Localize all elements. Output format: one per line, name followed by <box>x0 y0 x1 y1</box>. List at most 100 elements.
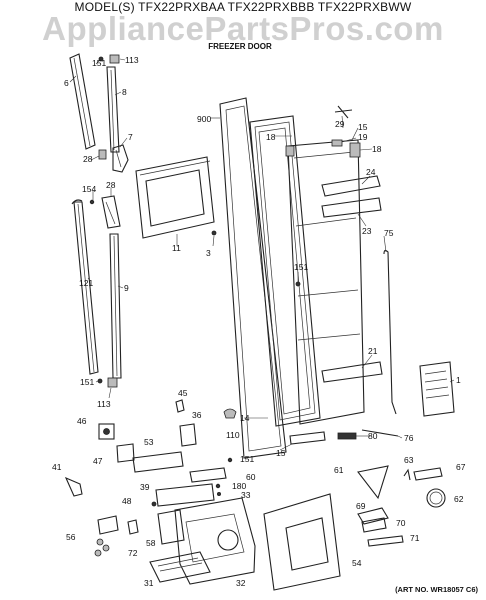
callout-62: 62 <box>454 494 464 504</box>
part-41-bracket[interactable] <box>64 476 83 497</box>
part-70-pad[interactable] <box>361 517 387 533</box>
part-21-door-shelf-lower[interactable] <box>321 361 383 383</box>
part-53-cover-plate[interactable] <box>132 451 184 473</box>
callout-9: 9 <box>124 283 129 293</box>
callout-151: 151 <box>80 377 94 387</box>
callout-70: 70 <box>396 518 406 528</box>
part-15-bottom-bracket[interactable] <box>289 431 326 445</box>
part-180-screw[interactable] <box>215 483 221 489</box>
part-58-motor[interactable] <box>157 509 185 545</box>
callout-61: 61 <box>334 465 344 475</box>
callout-28: 28 <box>106 180 116 190</box>
part-19-bracket[interactable] <box>331 139 343 147</box>
part-113-top-cap[interactable] <box>109 54 120 64</box>
callout-29: 29 <box>335 119 345 129</box>
callout-19: 19 <box>358 132 368 142</box>
part-36-switch[interactable] <box>179 423 197 447</box>
callout-18: 18 <box>372 144 382 154</box>
part-28-hinge-cap-upper[interactable] <box>98 149 107 160</box>
part-154-screw[interactable] <box>89 199 95 205</box>
leader-lines <box>69 58 455 451</box>
part-67-flap[interactable] <box>413 467 443 481</box>
callout-110: 110 <box>226 430 240 440</box>
callout-75: 75 <box>384 228 394 238</box>
part-69-lever-arm[interactable] <box>357 507 389 525</box>
callout-63: 63 <box>404 455 414 465</box>
part-72-bulb-holder[interactable] <box>127 519 139 535</box>
part-24-door-shelf-upper[interactable] <box>321 175 381 197</box>
callout-113: 113 <box>125 55 139 65</box>
part-7-hinge-bracket[interactable] <box>112 144 129 173</box>
callout-154: 154 <box>82 184 96 194</box>
part-121-trim-strip[interactable] <box>71 199 99 375</box>
callout-8: 8 <box>122 87 127 97</box>
part-75-wire-harness[interactable] <box>383 249 397 415</box>
part-151-screw-liner[interactable] <box>295 281 301 287</box>
callout-121: 121 <box>79 278 93 288</box>
part-11-dispenser-frame[interactable] <box>135 156 215 239</box>
callout-labels: 151 113 6 8 900 7 28 28 154 11 3 121 9 1… <box>52 55 466 588</box>
callout-41: 41 <box>52 462 62 472</box>
part-31-drip-tray[interactable] <box>149 551 211 583</box>
part-9-trim-strip[interactable] <box>109 233 122 379</box>
callout-76: 76 <box>404 433 414 443</box>
part-46-knob[interactable] <box>98 423 115 440</box>
part-32-dispenser-module[interactable] <box>174 497 256 585</box>
part-61-ice-chute[interactable] <box>357 465 389 500</box>
part-18-strip-left[interactable] <box>285 145 295 157</box>
part-71-bar[interactable] <box>367 535 404 547</box>
part-54-dispenser-cover[interactable] <box>263 493 341 591</box>
part-14-door-gasket[interactable] <box>249 115 321 427</box>
part-900-door-panel[interactable] <box>219 97 287 459</box>
part-151-screw-actuator[interactable] <box>227 457 233 463</box>
callout-23: 23 <box>362 226 372 236</box>
part-45-lever[interactable] <box>175 399 185 413</box>
part-39-housing[interactable] <box>155 483 215 507</box>
part-60-actuator[interactable] <box>189 467 227 483</box>
part-80-connector[interactable] <box>337 432 357 440</box>
part-18-strip-right[interactable] <box>349 142 361 158</box>
part-6-trim-strip[interactable] <box>69 53 96 150</box>
callout-18: 18 <box>266 132 276 142</box>
callout-7: 7 <box>128 132 133 142</box>
callout-151: 151 <box>92 58 106 68</box>
part-76-tube[interactable] <box>361 429 399 437</box>
part-47-bezel[interactable] <box>116 443 135 463</box>
part-56-light-sockets[interactable] <box>94 515 119 557</box>
callout-69: 69 <box>356 501 366 511</box>
callout-3: 3 <box>206 248 211 258</box>
callout-21: 21 <box>368 346 378 356</box>
callout-56: 56 <box>66 532 76 542</box>
art-number: (ART NO. WR18057 C6) <box>395 585 478 594</box>
part-8-trim-strip[interactable] <box>106 66 120 153</box>
part-113-bottom-cap[interactable] <box>107 377 118 388</box>
part-33-spring[interactable] <box>216 491 221 496</box>
callout-47: 47 <box>93 456 103 466</box>
callout-15: 15 <box>276 448 286 458</box>
part-110-button[interactable] <box>223 408 237 419</box>
callout-31: 31 <box>144 578 154 588</box>
part-62-ring[interactable] <box>426 488 446 508</box>
callout-48: 48 <box>122 496 132 506</box>
callout-113: 113 <box>97 399 111 409</box>
callout-53: 53 <box>144 437 154 447</box>
model-numbers: MODEL(S) TFX22PRXBAA TFX22PRXBBB TFX22PR… <box>74 0 412 14</box>
part-1-label[interactable] <box>419 361 455 417</box>
callout-54: 54 <box>352 558 362 568</box>
part-48-screw[interactable] <box>151 501 157 507</box>
part-28-handle-bracket[interactable] <box>101 195 121 229</box>
part-151-screw-bottom[interactable] <box>97 378 103 384</box>
callout-11: 11 <box>172 243 181 253</box>
part-63-clip[interactable] <box>403 468 411 481</box>
callout-28: 28 <box>83 154 93 164</box>
callout-151: 151 <box>294 262 308 272</box>
part-23-door-shelf[interactable] <box>321 197 382 218</box>
part-29-clip[interactable] <box>334 105 353 119</box>
part-3-screw[interactable] <box>211 230 217 236</box>
callout-39: 39 <box>140 482 150 492</box>
callout-15: 15 <box>358 122 368 132</box>
callout-14: 14 <box>240 413 250 423</box>
callout-58: 58 <box>146 538 156 548</box>
callout-24: 24 <box>366 167 376 177</box>
